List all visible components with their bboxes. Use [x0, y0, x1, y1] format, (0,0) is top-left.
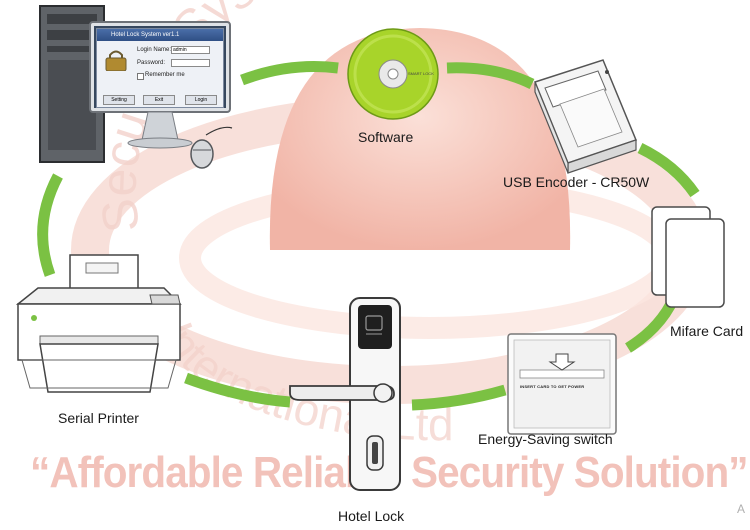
switch-text: INSERT CARD TO GET POWER [520, 384, 585, 389]
corner-mark: A [737, 502, 746, 516]
connector-computer-printer [37, 173, 63, 277]
login-name-field[interactable]: admin [171, 46, 210, 54]
password-field[interactable] [171, 59, 210, 67]
connector-switch-lock [411, 384, 507, 411]
printer-label: Serial Printer [58, 410, 139, 426]
switch-label: Energy-Saving switch [478, 431, 613, 447]
login-dialog-title: Hotel Lock System ver1.1 [97, 29, 223, 41]
remember-checkbox[interactable] [137, 73, 144, 80]
dome-shape [269, 28, 571, 250]
connector-printer-lock [184, 372, 291, 408]
connector-computer-software [240, 61, 339, 86]
connector-software-encoder [446, 62, 535, 89]
connector-encoder-card [637, 143, 700, 198]
login-button[interactable]: Login [185, 95, 217, 105]
login-name-label: Login Name: [137, 47, 172, 53]
lock-label: Hotel Lock [338, 508, 405, 524]
software-label: Software [358, 129, 414, 145]
disc-label: SMART LOCK [408, 71, 434, 76]
encoder-label: USB Encoder - CR50W [503, 174, 650, 190]
login-dialog: Hotel Lock System ver1.1 Login Name: adm… [96, 28, 224, 108]
card-label: Mifare Card [670, 323, 744, 339]
password-label: Password: [137, 60, 166, 66]
setting-button[interactable]: Setting [103, 95, 135, 105]
remember-label: Remember me [145, 72, 185, 78]
exit-button[interactable]: Exit [143, 95, 175, 105]
padlock-icon [105, 50, 127, 71]
